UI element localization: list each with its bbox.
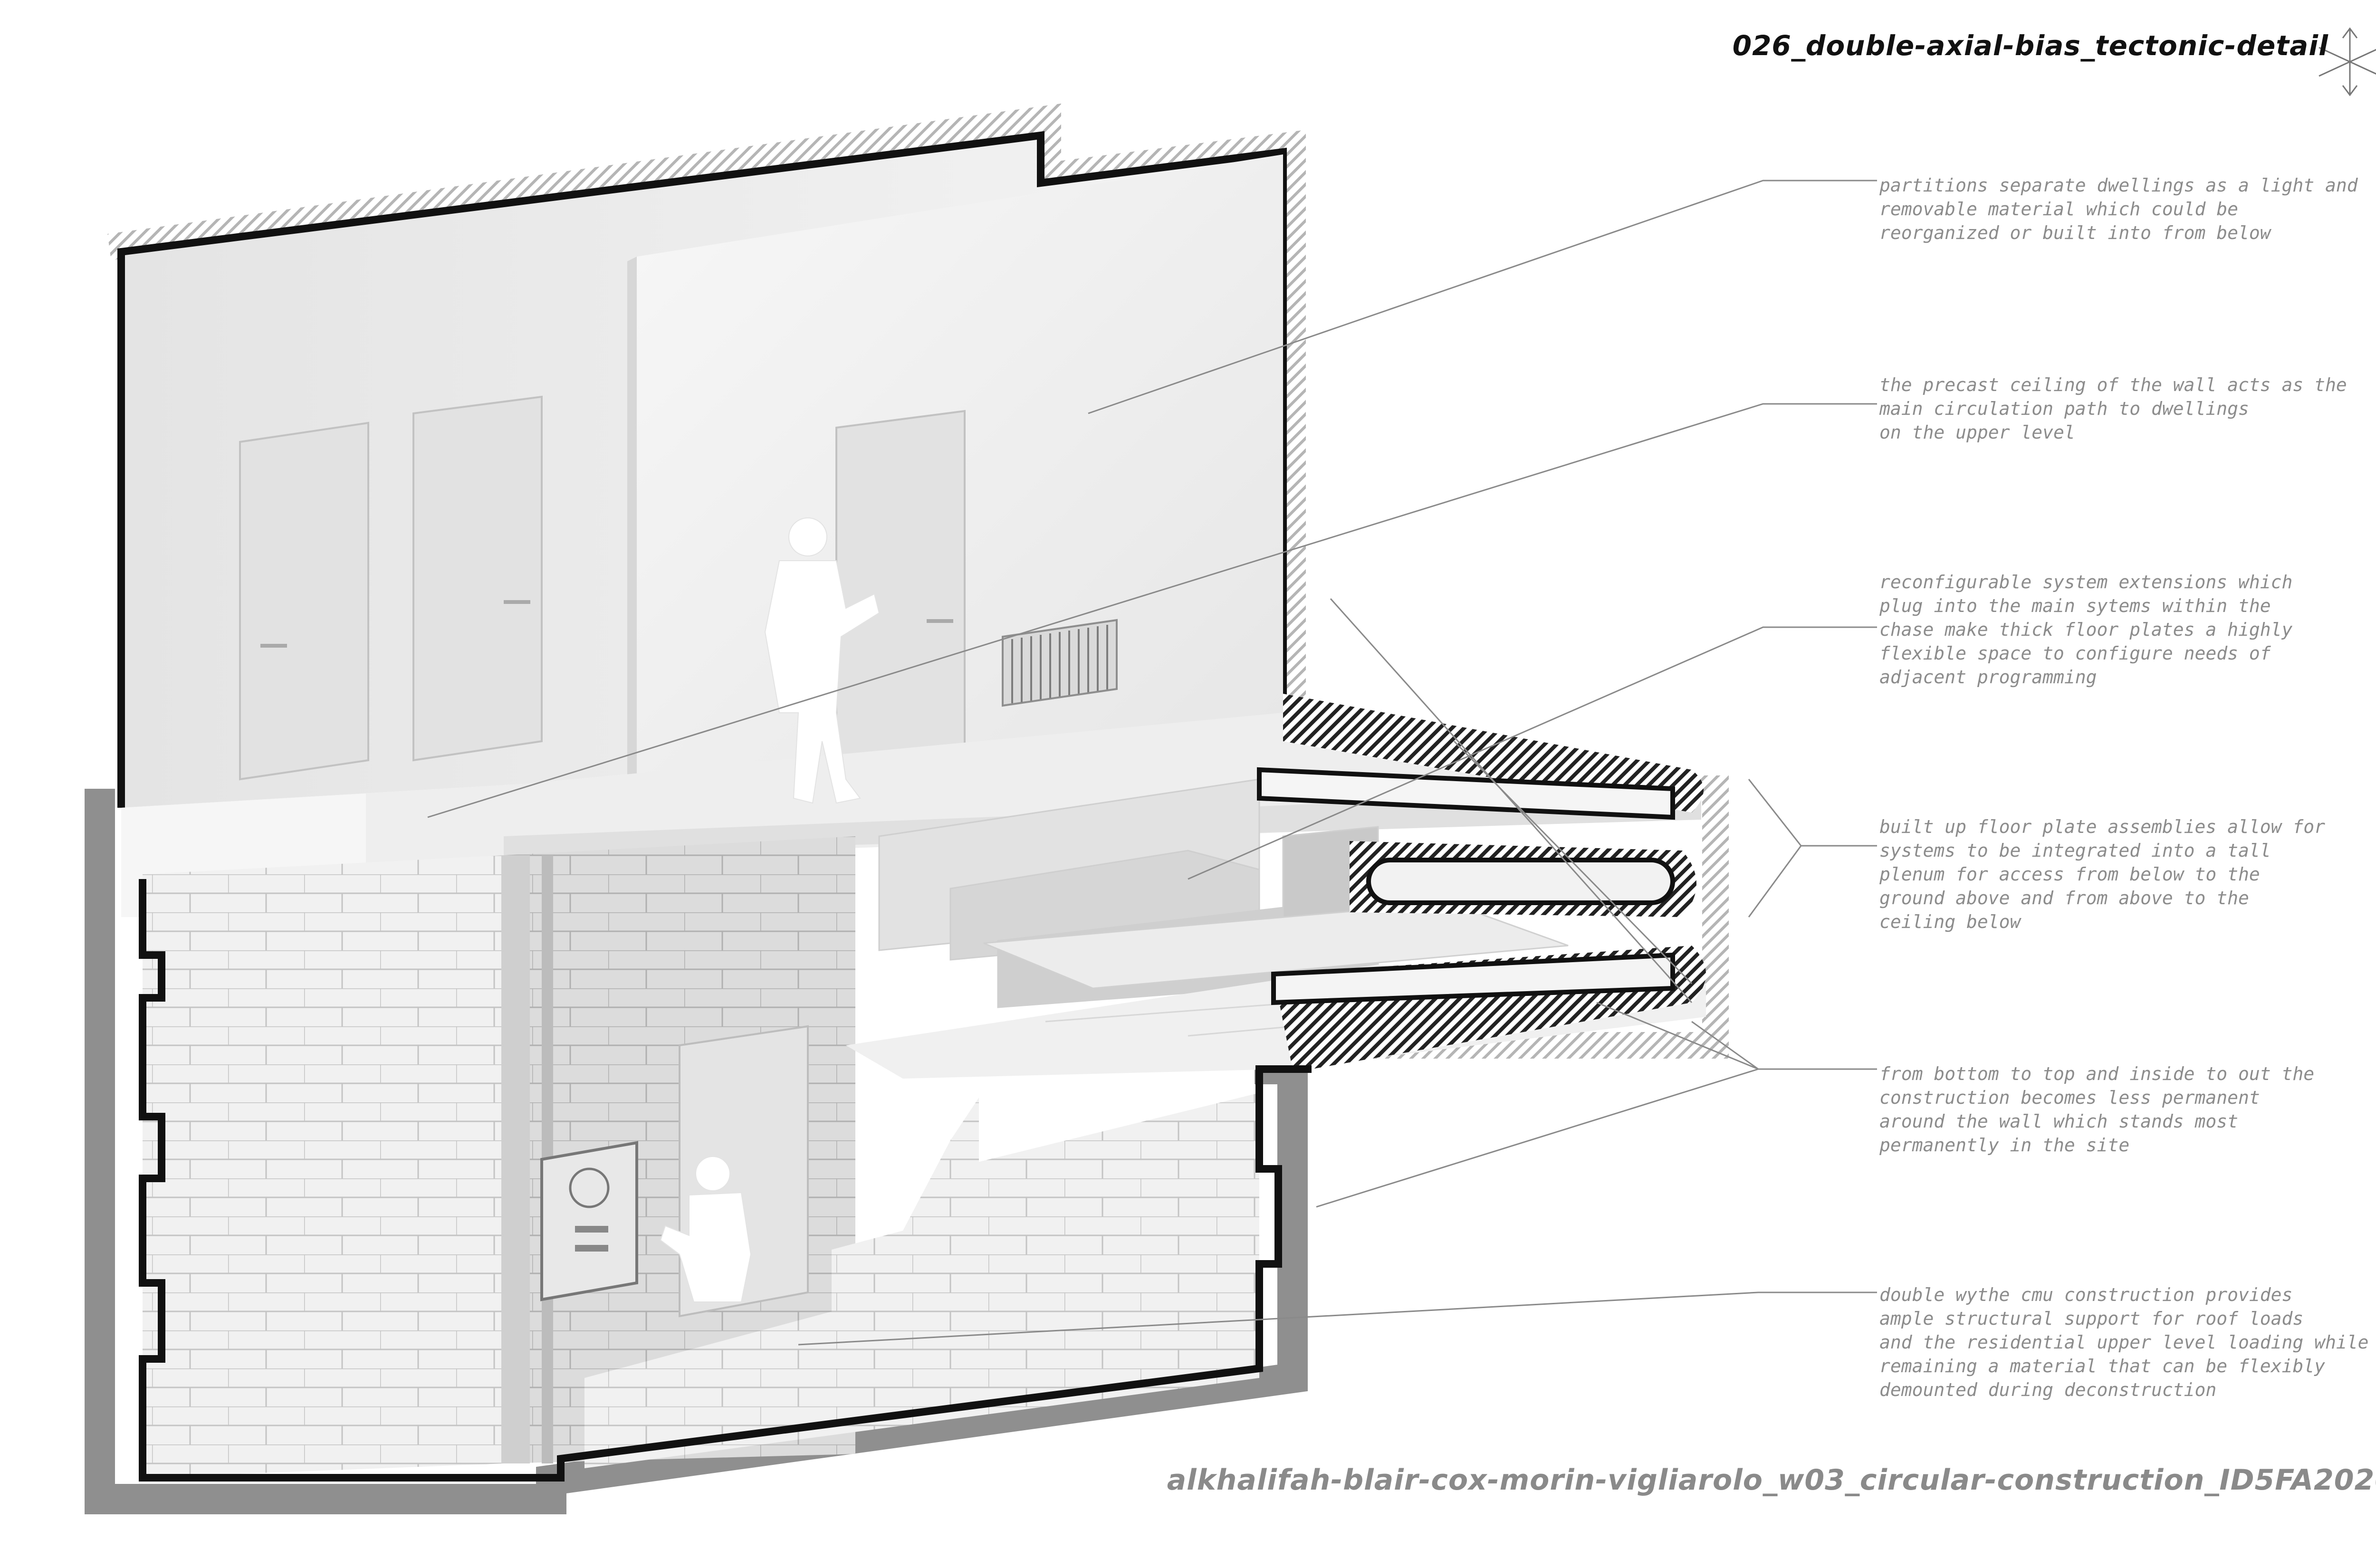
note-precast-ceiling: the precast ceiling of the wall acts as … xyxy=(1879,374,2347,443)
person-with-phone-icon xyxy=(660,1156,752,1302)
door-2 xyxy=(412,395,543,762)
electrical-panel-icon xyxy=(540,1141,638,1301)
drawing-title: 026_double-axial-bias_tectonic-detail xyxy=(1732,29,2328,62)
note-cmu: double wythe cmu construction provides a… xyxy=(1879,1284,2369,1400)
note-floor-plate: built up floor plate assemblies allow fo… xyxy=(1879,816,2325,932)
note-partitions: partitions separate dwellings as a light… xyxy=(1879,175,2358,243)
plenum-shelf xyxy=(983,902,1569,989)
radiator-icon xyxy=(1002,619,1118,707)
cmu-outline xyxy=(139,879,1312,1482)
service-pipe xyxy=(501,855,530,1463)
stepped-cmu xyxy=(832,1098,979,1321)
cantilever-slab-upper xyxy=(1283,694,1704,813)
axis-arrows-icon xyxy=(2319,27,2376,96)
door-1 xyxy=(239,421,369,781)
person-reading-icon xyxy=(764,517,880,804)
note-permanence: from bottom to top and inside to out the… xyxy=(1879,1063,2315,1156)
note-system-extensions: reconfigurable system extensions which p… xyxy=(1879,572,2293,688)
leader-lines xyxy=(427,180,1877,1346)
credit-line: alkhalifah-blair-cox-morin-vigliarolo_w0… xyxy=(1167,1463,2376,1497)
cmu-wall-left xyxy=(143,855,504,1478)
door-group xyxy=(239,395,966,781)
door-3 xyxy=(835,410,966,776)
